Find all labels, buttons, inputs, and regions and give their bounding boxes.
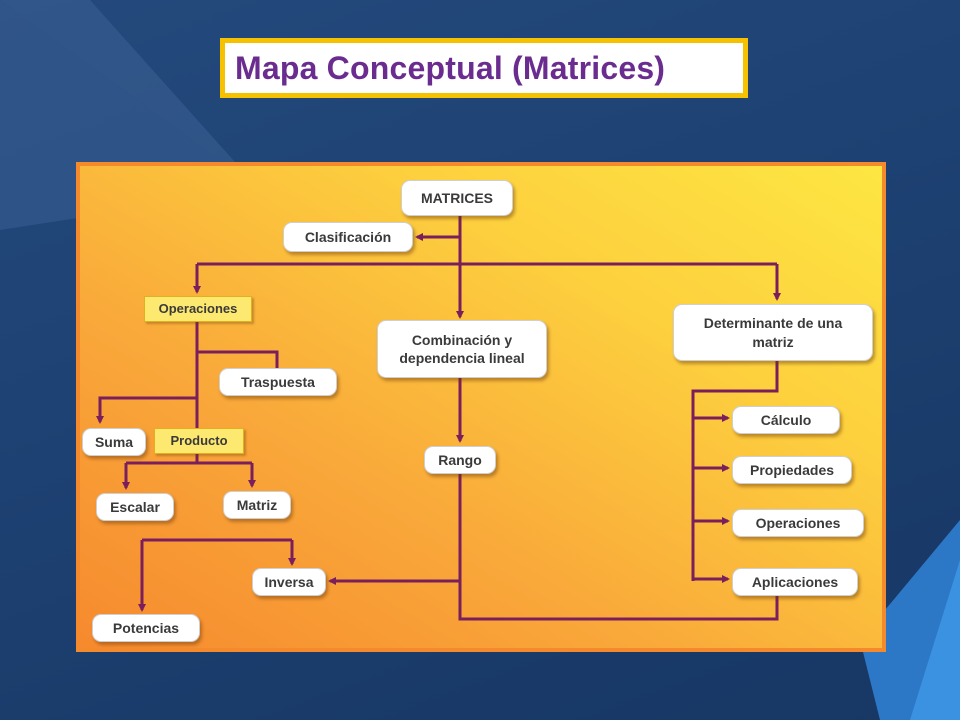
node-propiedades: Propiedades bbox=[732, 456, 852, 484]
connector-rango-to-inversa bbox=[328, 472, 462, 585]
connector-rango-to-determinante bbox=[458, 581, 779, 621]
node-suma: Suma bbox=[82, 428, 146, 456]
node-inversa: Inversa bbox=[252, 568, 326, 596]
connector-determinante-trunk bbox=[691, 359, 779, 581]
connector-to-suma bbox=[96, 396, 197, 424]
connector-to-traspuesta bbox=[197, 350, 279, 368]
node-determinante: Determinante de una matriz bbox=[673, 304, 873, 361]
node-matriz: Matriz bbox=[223, 491, 291, 519]
concept-map-panel: MATRICES Clasificación Operaciones Combi… bbox=[76, 162, 886, 652]
page-title: Mapa Conceptual (Matrices) bbox=[235, 49, 666, 86]
node-potencias: Potencias bbox=[92, 614, 200, 642]
node-escalar: Escalar bbox=[96, 493, 174, 521]
node-combinacion: Combinación y dependencia lineal bbox=[377, 320, 547, 378]
node-clasificacion: Clasificación bbox=[283, 222, 413, 252]
node-aplicaciones: Aplicaciones bbox=[732, 568, 858, 596]
node-matrices: MATRICES bbox=[401, 180, 513, 216]
title-box: Mapa Conceptual (Matrices) bbox=[220, 38, 748, 98]
node-operaciones-det: Operaciones bbox=[732, 509, 864, 537]
node-calculo: Cálculo bbox=[732, 406, 840, 434]
node-producto: Producto bbox=[154, 428, 244, 454]
node-traspuesta: Traspuesta bbox=[219, 368, 337, 396]
concept-map-connectors bbox=[96, 214, 781, 621]
node-operaciones: Operaciones bbox=[144, 296, 252, 322]
node-rango: Rango bbox=[424, 446, 496, 474]
